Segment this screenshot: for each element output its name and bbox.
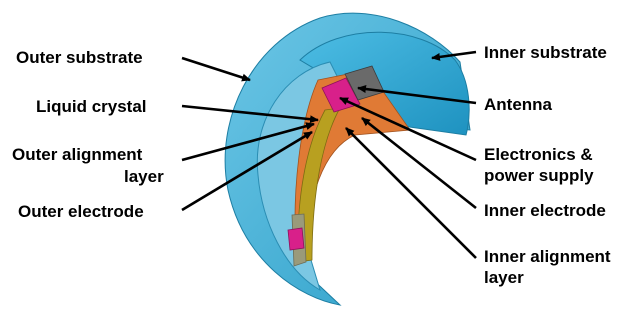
label-liquid-crystal: Liquid crystal xyxy=(36,97,147,116)
label-outer-electrode: Outer electrode xyxy=(18,202,144,221)
arrow-outer-substrate xyxy=(182,58,250,80)
label-outer-alignment-line1: Outer alignment xyxy=(12,145,143,164)
label-inner-alignment-line2: layer xyxy=(484,268,524,287)
label-outer-substrate: Outer substrate xyxy=(16,48,143,67)
label-electronics-line2: power supply xyxy=(484,166,594,185)
label-outer-alignment-line2: layer xyxy=(124,167,164,186)
label-electronics-line1: Electronics & xyxy=(484,145,593,164)
label-inner-electrode: Inner electrode xyxy=(484,201,606,220)
label-inner-substrate: Inner substrate xyxy=(484,43,607,62)
electronics-bottom xyxy=(288,228,304,250)
label-inner-alignment-line1: Inner alignment xyxy=(484,247,611,266)
label-antenna: Antenna xyxy=(484,95,553,114)
